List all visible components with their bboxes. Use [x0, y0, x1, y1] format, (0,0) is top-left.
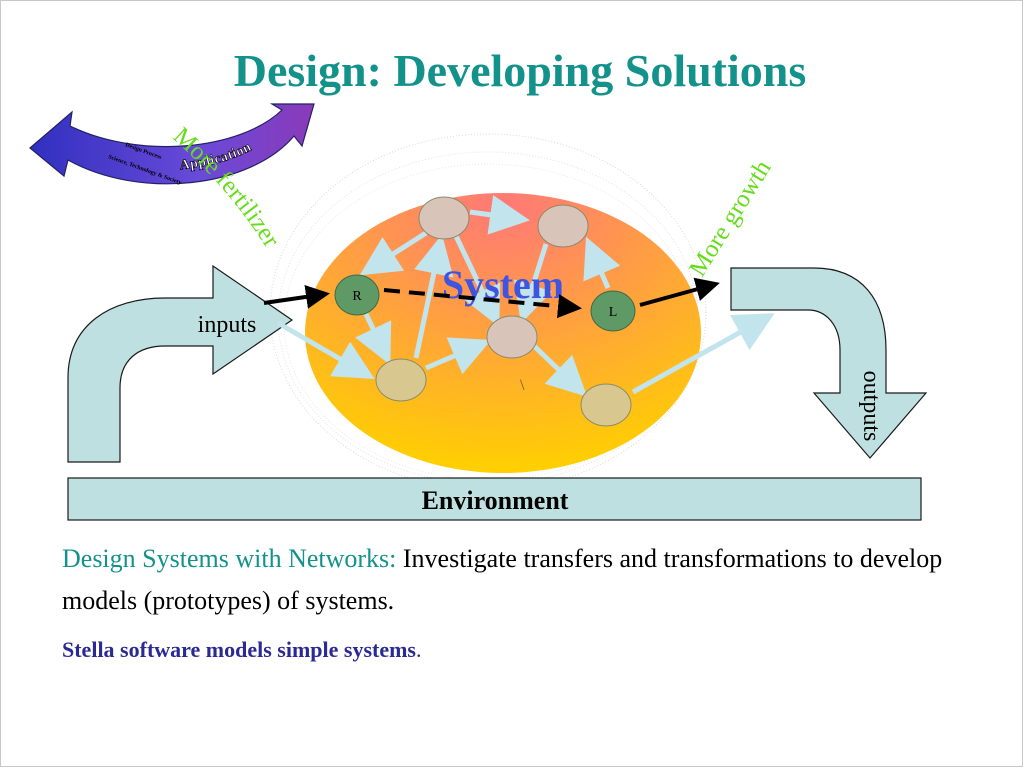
- flow-n5-to-n1: [413, 234, 454, 359]
- slide-title: Design: Developing Solutions: [233, 45, 807, 96]
- flow-n6-to-output: [631, 313, 775, 395]
- network-flows: [276, 195, 775, 397]
- flow-input-to-r: [263, 284, 330, 309]
- caption-body: Investigate transfers and transformation…: [62, 544, 943, 615]
- flow-n1-to-n4: [453, 234, 501, 328]
- network-nodes: [375, 196, 632, 427]
- node-r: R: [334, 274, 380, 316]
- caption-lead: Design Systems with Networks:: [62, 544, 397, 573]
- stella-note-text: Stella software models simple systems: [62, 637, 416, 662]
- flow-n2-to-n4: [513, 243, 553, 324]
- environment-label: Environment: [422, 486, 569, 515]
- node-6: [580, 383, 632, 427]
- flow-input-to-n5: [276, 320, 375, 380]
- outputs-arrow: outputs: [730, 267, 928, 459]
- node-4: [486, 315, 538, 359]
- inputs-label: inputs: [198, 312, 257, 338]
- outputs-label: outputs: [858, 371, 884, 442]
- stock-flows: [263, 277, 720, 319]
- node-l-label: L: [609, 305, 618, 320]
- stray-mark: \: [520, 377, 525, 394]
- stella-note-dot: .: [416, 637, 422, 662]
- system-label: System: [442, 262, 564, 307]
- environment-bar: Environment: [67, 477, 922, 521]
- flow-r-to-n5: [355, 312, 392, 366]
- flow-r-to-l: [383, 288, 582, 319]
- stella-note: Stella software models simple systems.: [62, 637, 422, 663]
- application-curved-arrow: Application Design Process Science, Tech…: [29, 103, 315, 186]
- inputs-arrow: inputs: [67, 264, 294, 463]
- node-l: L: [590, 290, 636, 332]
- caption: Design Systems with Networks: Investigat…: [62, 538, 962, 622]
- flow-l-to-n2: [583, 236, 621, 289]
- node-r-label: R: [352, 289, 362, 304]
- node-2: [537, 204, 589, 248]
- system-ring-outer: [269, 133, 707, 491]
- more-growth-label: More growth: [684, 155, 777, 281]
- node-5: [375, 358, 427, 402]
- flow-n1-to-n2: [469, 195, 530, 235]
- flow-n4-to-n6: [532, 344, 588, 397]
- node-1: [418, 196, 470, 240]
- flow-n5-to-n4: [425, 337, 492, 375]
- flow-l-to-output: [639, 277, 720, 307]
